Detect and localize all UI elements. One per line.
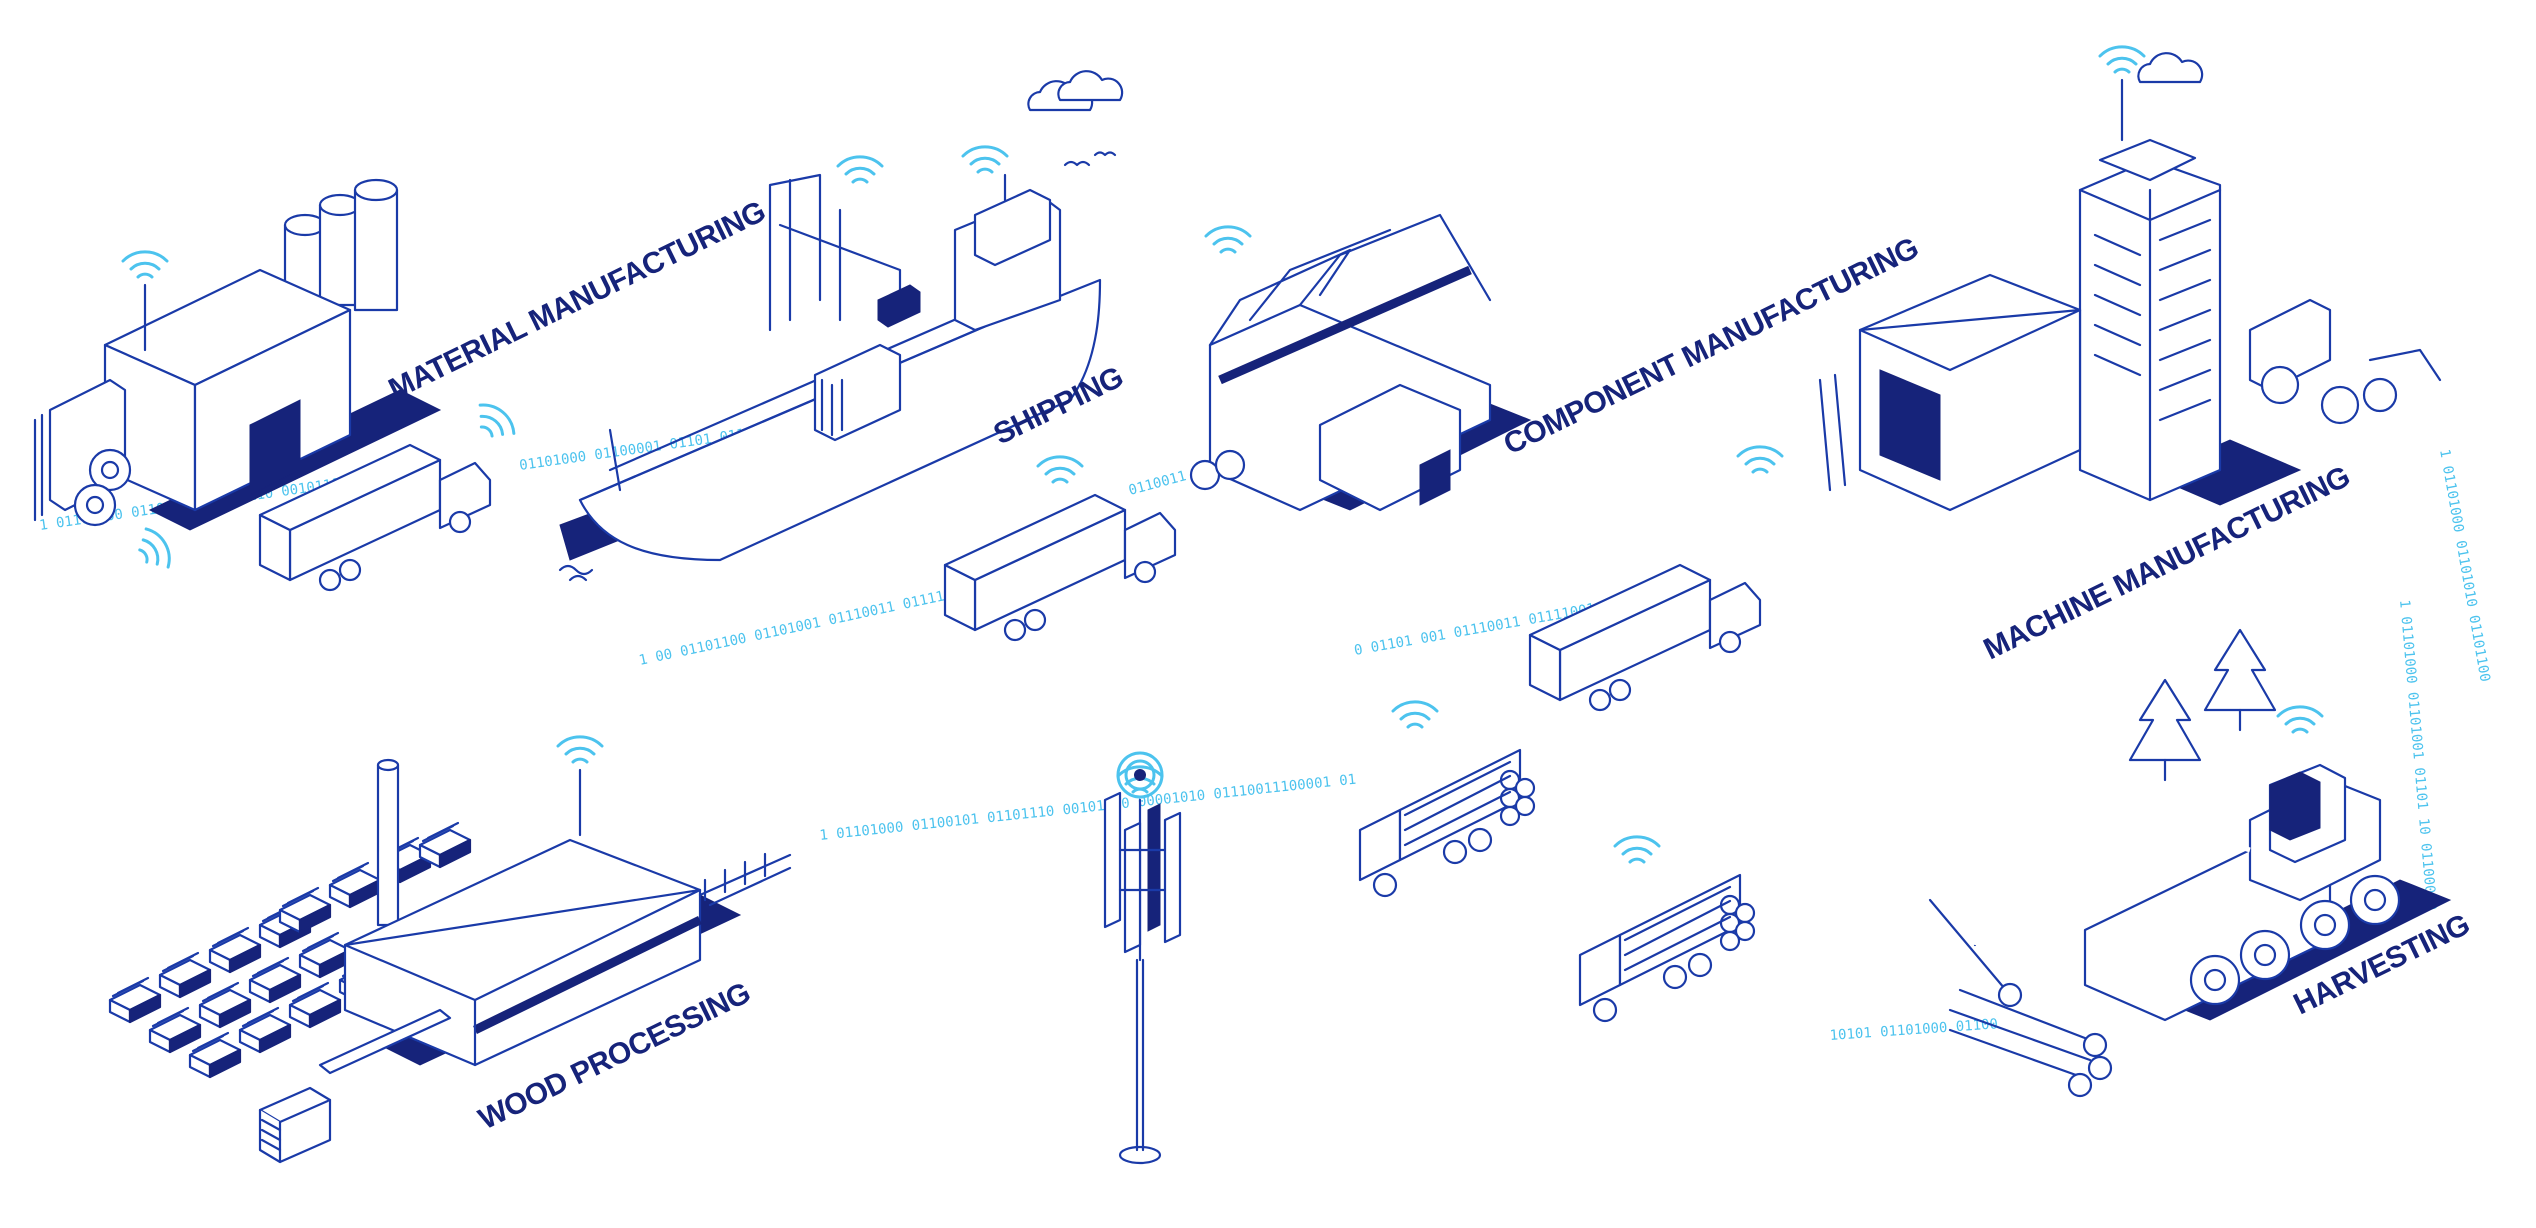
cloud-icon — [1057, 70, 1124, 102]
label-material-manufacturing: MATERIAL MANUFACTURING — [384, 195, 771, 406]
log-truck-group — [1358, 700, 1756, 1023]
factory-icon — [1818, 273, 2082, 512]
wifi-icon — [1391, 700, 1439, 729]
cloud-icon — [2137, 52, 2204, 84]
factory-icon — [103, 268, 352, 512]
wood-processing-group: WOOD PROCESSING — [108, 735, 792, 1164]
wifi-icon — [2276, 705, 2324, 734]
component-manufacturing-group: COMPONENT MANUFACTURING — [1189, 213, 1924, 512]
log-pile-icon — [1928, 898, 2113, 1098]
binary-stream-f: 1 01101000 01100101 01101110 00101100 00… — [819, 772, 1357, 844]
wifi-icon — [1736, 445, 1784, 474]
harvesting-group: HARVESTING — [1928, 628, 2475, 1098]
wifi-icon — [1204, 225, 1252, 254]
machine-manufacturing-group: MACHINE MANUFACTURING — [1818, 45, 2442, 666]
container-ship-icon — [558, 173, 1102, 582]
tractor-icon — [2248, 298, 2442, 425]
silo-icon — [283, 178, 399, 317]
binary-stream-h: 10101 01101000 01100 — [1829, 1016, 1998, 1044]
bird-icon — [1063, 151, 1117, 167]
wifi-icon — [130, 522, 178, 577]
conveyor-icon — [698, 852, 792, 907]
tower-building-icon — [2078, 78, 2222, 502]
binary-stream-d: 0110011 — [1127, 468, 1188, 499]
log-truck-icon — [1358, 748, 1536, 898]
wifi-icon — [836, 155, 884, 184]
wifi-icon — [121, 250, 169, 279]
wifi-icon — [556, 735, 604, 764]
wifi-icon — [1036, 455, 1084, 484]
truck-icon — [943, 493, 1177, 642]
shipping-group: SHIPPING — [558, 70, 1128, 582]
wifi-icon — [2098, 45, 2146, 74]
cell-tower-icon — [1103, 791, 1182, 1165]
tree-icon — [2128, 678, 2202, 782]
wifi-icon — [468, 396, 522, 448]
binary-stream-g: 1 01101000 01101010 01101100 — [2436, 448, 2493, 683]
tree-icon — [2203, 628, 2277, 732]
truck-icon — [1528, 563, 1762, 712]
wifi-icon — [961, 145, 1009, 174]
log-truck-icon — [1578, 873, 1756, 1023]
warehouse-icon — [1208, 213, 1492, 512]
wifi-icon — [1613, 835, 1661, 864]
forklift-icon — [33, 378, 132, 527]
factory-icon — [343, 758, 702, 1067]
binary-stream-i: 1 01101000 01101001 01101 10 01100000 — [2396, 599, 2439, 911]
lumber-stack-icon — [258, 1086, 332, 1164]
harvester-icon — [1972, 763, 2401, 1022]
